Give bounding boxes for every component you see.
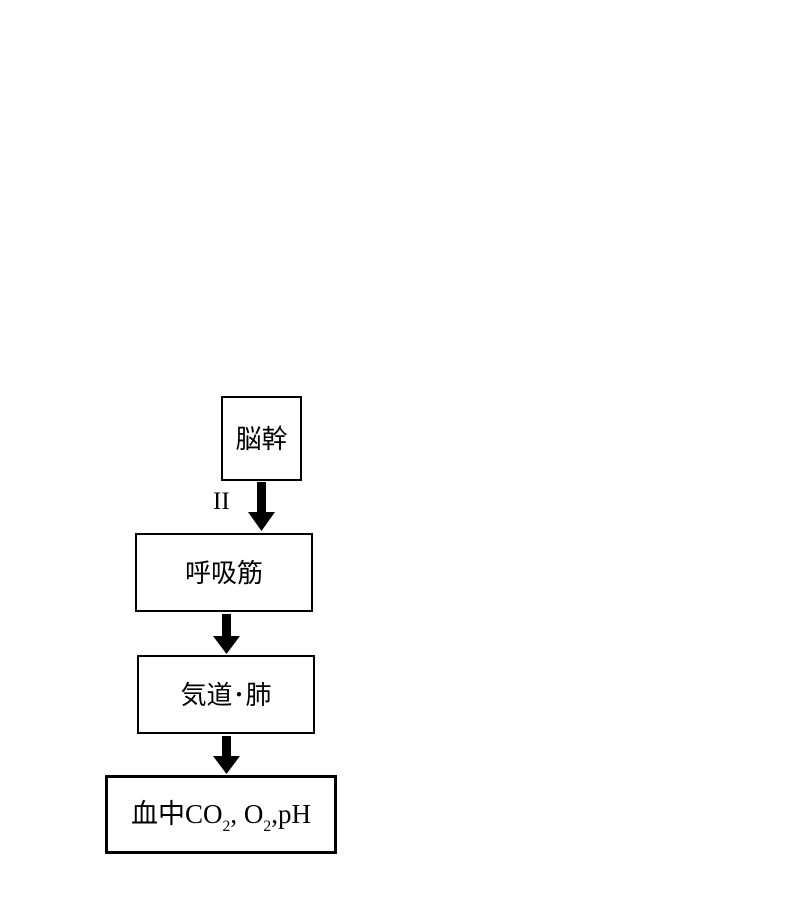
down-arrow-icon [213,736,240,774]
node-blood-gases: 血中CO2, O2,pH [105,775,337,854]
blood-label-part: , O [230,799,264,829]
blood-label-part: 血中CO [131,799,223,829]
node-airway-lungs: 気道･肺 [137,655,315,734]
down-arrow-icon [248,482,275,531]
blood-label-part: ,pH [271,799,311,829]
down-arrow-icon [213,614,240,654]
node-airway-lungs-label: 気道･肺 [180,679,272,710]
node-respiratory-muscles-label: 呼吸筋 [184,557,263,588]
blood-label-subscript: 2 [263,818,272,836]
edge-label-ii: II [213,488,230,515]
node-respiratory-muscles: 呼吸筋 [135,533,313,612]
node-brainstem-label: 脳幹 [235,423,288,454]
node-blood-gases-label: 血中CO2, O2,pH [131,799,311,835]
node-brainstem: 脳幹 [221,396,302,481]
blood-label-subscript: 2 [222,818,231,836]
